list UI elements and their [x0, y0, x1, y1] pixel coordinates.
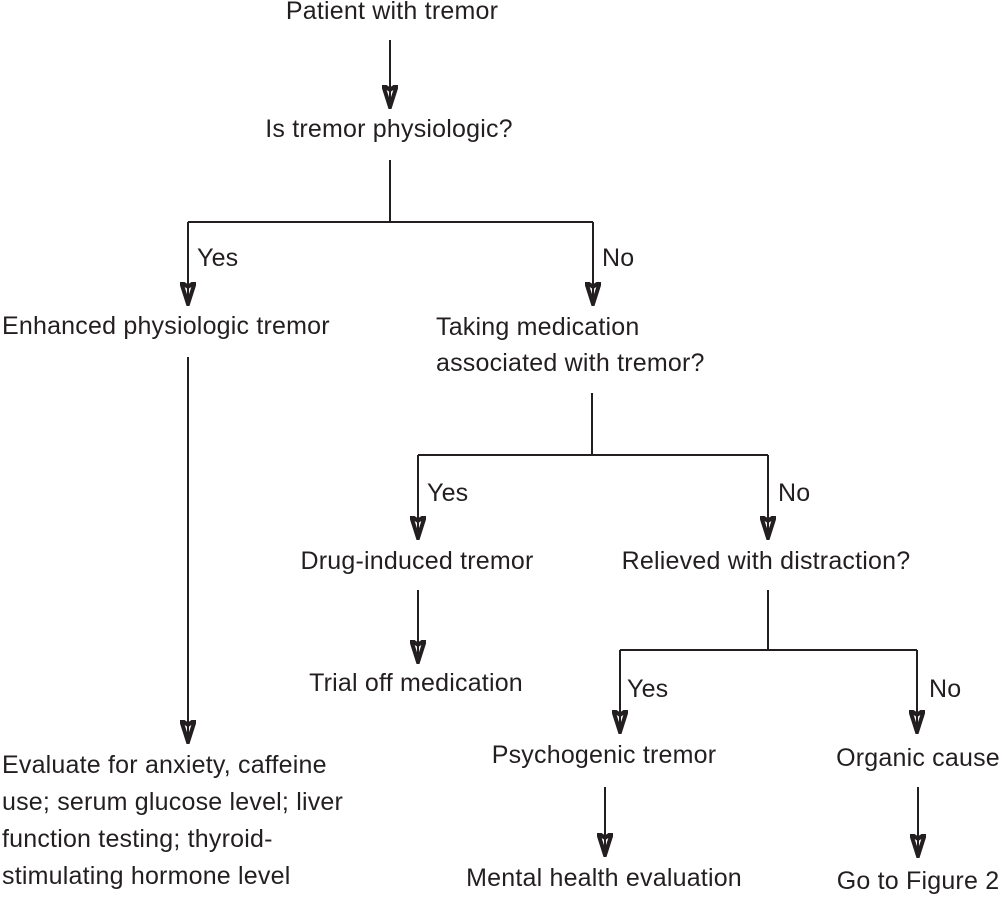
evaluate-line-4: stimulating hormone level	[2, 862, 291, 890]
edge-label-medication-no: No	[778, 479, 811, 507]
node-psychogenic-tremor: Psychogenic tremor	[491, 741, 717, 769]
node-mental-health-evaluation: Mental health evaluation	[466, 864, 742, 892]
node-drug-induced-tremor: Drug-induced tremor	[300, 547, 534, 575]
node-trial-off-medication: Trial off medication	[309, 669, 523, 697]
taking-medication-line-1: Taking medication	[436, 313, 640, 341]
edge-label-distraction-no: No	[929, 675, 962, 703]
edge-label-physiologic-no: No	[602, 244, 635, 272]
node-evaluate-recommendations: Evaluate for anxiety, caffeine use; seru…	[2, 747, 343, 895]
evaluate-line-1: Evaluate for anxiety, caffeine	[2, 751, 327, 779]
node-question-taking-medication: Taking medication associated with tremor…	[436, 309, 705, 381]
taking-medication-line-2: associated with tremor?	[436, 349, 705, 377]
node-go-to-figure-2: Go to Figure 2	[836, 867, 1000, 895]
evaluate-line-2: use; serum glucose level; liver	[2, 788, 344, 816]
edge-label-medication-yes: Yes	[427, 479, 469, 507]
edge-label-distraction-yes: Yes	[627, 675, 669, 703]
node-organic-cause: Organic cause	[836, 744, 1000, 772]
edge-label-physiologic-yes: Yes	[197, 244, 239, 272]
node-enhanced-physiologic-tremor: Enhanced physiologic tremor	[2, 312, 330, 340]
node-patient-with-tremor: Patient with tremor	[285, 0, 499, 25]
evaluate-line-3: function testing; thyroid-	[2, 825, 273, 853]
node-question-is-tremor-physiologic: Is tremor physiologic?	[265, 115, 513, 143]
node-question-relieved-with-distraction: Relieved with distraction?	[621, 547, 911, 575]
